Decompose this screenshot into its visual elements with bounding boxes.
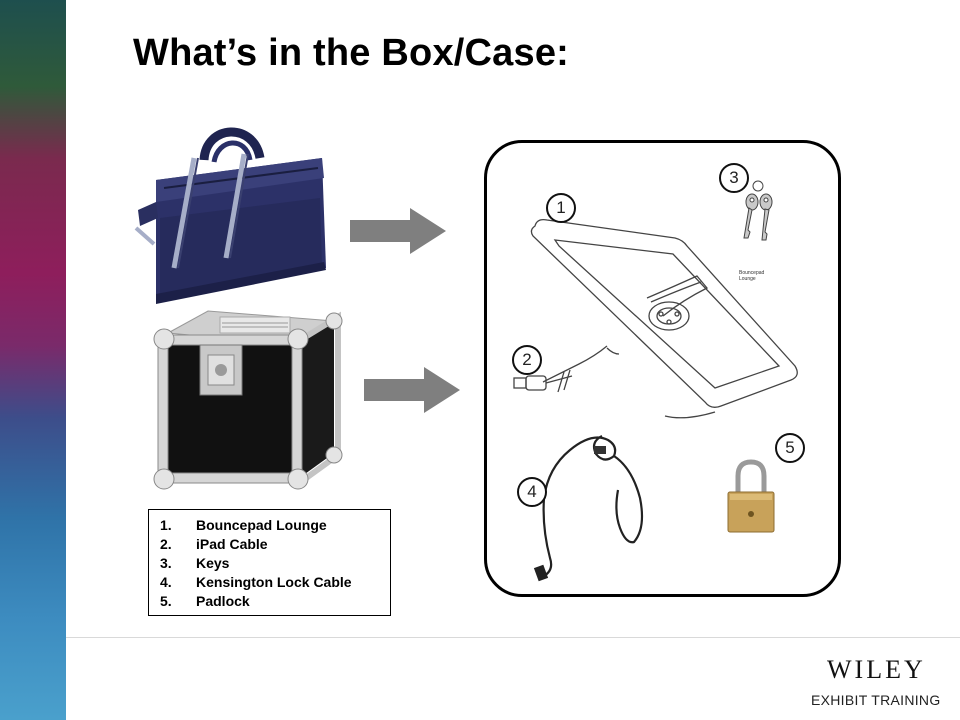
device-caption-line1: Bouncepad	[739, 270, 765, 276]
legend-item: 5. Padlock	[149, 592, 390, 611]
badge-1: 1	[546, 193, 576, 223]
legend-item: 1. Bouncepad Lounge	[149, 516, 390, 535]
legend-item: 2. iPad Cable	[149, 535, 390, 554]
arrow-case-to-contents	[364, 367, 460, 413]
arrow-bag-to-contents	[350, 208, 446, 254]
contents-legend: 1. Bouncepad Lounge 2. iPad Cable 3. Keys 4…	[148, 509, 391, 616]
device-caption-line2: Lounge	[739, 276, 756, 282]
legend-item-number: 5.	[160, 593, 172, 609]
legend-item-label: Bouncepad Lounge	[196, 517, 327, 533]
badge-5: 5	[775, 433, 805, 463]
kensington-lock-cable-image	[533, 435, 644, 582]
legend-item-label: Padlock	[196, 593, 250, 609]
legend-item-number: 4.	[160, 574, 172, 590]
flight-case-image	[148, 305, 344, 495]
exhibit-training-tagline: EXHIBIT TRAINING	[811, 692, 941, 708]
wiley-logo: WILEY	[827, 655, 926, 684]
legend-item: 4. Kensington Lock Cable	[149, 573, 390, 592]
legend-item-label: Kensington Lock Cable	[196, 574, 352, 590]
contents-panel	[484, 140, 841, 597]
carry-bag-image	[134, 118, 330, 304]
legend-item-label: iPad Cable	[196, 536, 268, 552]
legend-item-number: 2.	[160, 536, 172, 552]
legend-item-number: 1.	[160, 517, 172, 533]
side-color-band	[0, 0, 66, 720]
padlock-image	[727, 459, 775, 533]
legend-item-label: Keys	[196, 555, 230, 571]
badge-3: 3	[719, 163, 749, 193]
badge-4: 4	[517, 477, 547, 507]
legend-item: 3. Keys	[149, 554, 390, 573]
device-caption: Bouncepad Lounge	[739, 270, 764, 282]
legend-item-number: 3.	[160, 555, 172, 571]
bouncepad-lounge-drawing	[530, 218, 798, 419]
badge-2: 2	[512, 345, 542, 375]
ipad-cable-drawing	[513, 369, 573, 393]
keys-image	[743, 180, 773, 241]
footer-divider	[66, 637, 960, 638]
slide-title: What’s in the Box/Case:	[133, 32, 570, 74]
